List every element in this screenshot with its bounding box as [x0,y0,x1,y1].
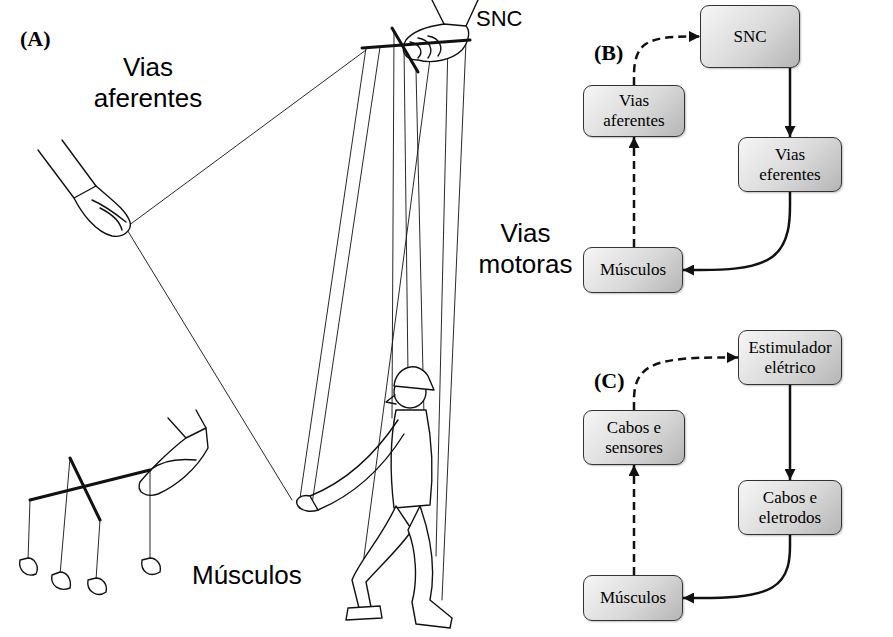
box-label: Vias eferentes [746,145,834,184]
command-arrow [683,535,790,598]
puppet-arms [310,420,404,510]
box-label: Estimulador elétrico [746,338,834,377]
feedback-arrow [634,37,700,86]
process-box: SNC [700,5,800,68]
small-puppet-parts [20,558,161,594]
command-arrow [789,68,792,137]
panel-letter: (B) [594,40,623,66]
process-box: Cabos e eletrodos [738,480,842,535]
panel-letter: (A) [20,26,51,52]
part-label: Músculos [192,560,302,591]
line-art [20,0,478,628]
command-arrow [683,192,790,270]
box-label: Músculos [600,260,666,280]
process-box: Vias aferentes [583,85,685,137]
part-label: SNC [476,6,522,32]
puppet-body [391,410,432,508]
process-box: Cabos e sensores [583,410,685,465]
puppet-shoe [346,606,382,620]
feedback-arrow [633,465,636,575]
left-fingers [92,200,126,230]
lower-strings [28,458,150,580]
puppet-hands [297,496,318,512]
feedback-arrow [634,358,738,411]
box-label: Vias aferentes [591,91,677,130]
feedback-arrow [633,137,636,247]
left-hand [74,186,130,236]
panel-letter: (C) [594,368,625,394]
top-fingers [410,36,441,58]
process-box: Músculos [583,575,683,621]
puppet-front-leg [352,506,412,612]
puppet-nose [386,395,396,404]
lower-hand [139,428,208,495]
puppet-back-leg [408,506,452,628]
box-label: Cabos e sensores [591,418,677,457]
part-label: Vias motoras [468,218,583,280]
process-box: Vias eferentes [738,137,842,192]
command-arrow [789,385,792,480]
puppet-hat [394,367,434,390]
process-box: Músculos [583,247,683,293]
top-sleeve [432,0,478,26]
box-label: Cabos e eletrodos [746,488,834,527]
control-bar [362,28,470,72]
process-box: Estimulador elétrico [738,330,842,385]
box-label: Músculos [600,588,666,608]
box-label: SNC [733,27,766,47]
part-label: Vias aferentes [78,52,218,114]
lower-finger [150,459,196,470]
lower-control [30,458,150,520]
left-sleeve [38,140,96,198]
